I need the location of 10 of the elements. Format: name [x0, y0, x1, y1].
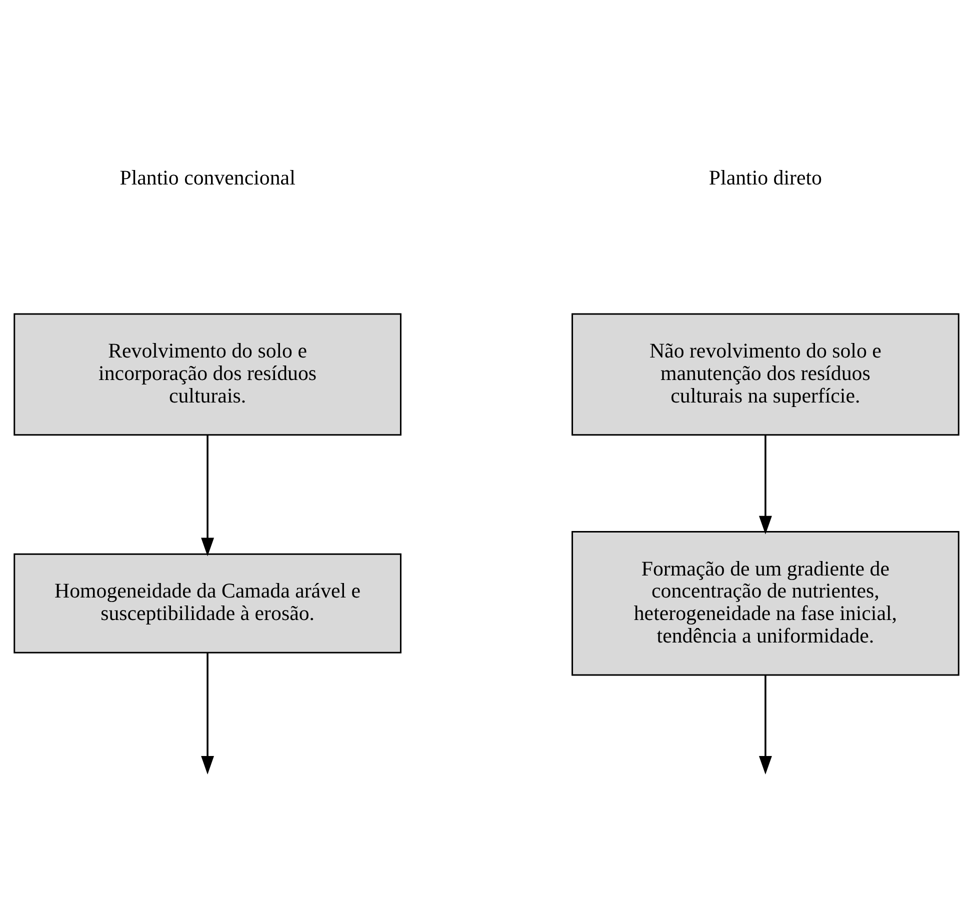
arrow — [758, 674, 772, 774]
node-box: Não revolvimento do solo e manutenção dos resíduos culturais na superfície. — [572, 312, 960, 436]
node-box: Revolvimento do solo e incorporação dos resíduos culturais. — [14, 312, 402, 436]
arrow — [758, 434, 772, 534]
node-box: Formação de um gradiente de concentração de nutrientes, heterogeneidade na fase inicial, tendência a uniformidade. — [572, 530, 960, 676]
label: Plantio direto — [708, 165, 822, 190]
arrow — [201, 434, 214, 556]
node-box: Homogeneidade da Camada arável e susceptibilidade à erosão. — [14, 552, 402, 653]
label: Plantio convencional — [120, 165, 296, 190]
arrow — [201, 652, 214, 774]
